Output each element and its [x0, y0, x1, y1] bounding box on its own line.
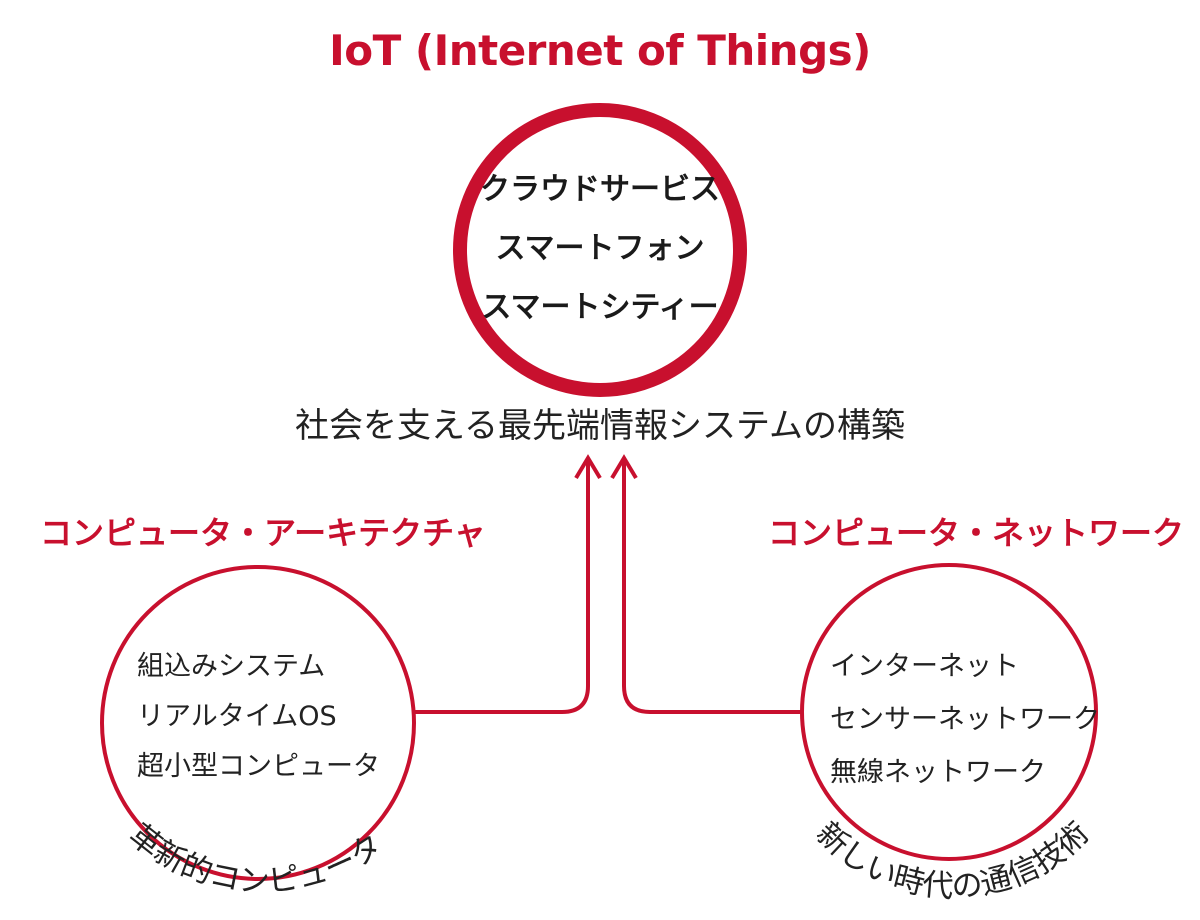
network-circle [800, 563, 1098, 861]
iot-item-list: クラウドサービス スマートフォン スマートシティー [453, 160, 747, 337]
architecture-circle [100, 565, 416, 881]
network-item-list: インターネット センサーネットワーク 無線ネットワーク [830, 640, 1100, 799]
center-caption: 社会を支える最先端情報システムの構築 [295, 406, 905, 446]
network-item-internet: インターネット [830, 651, 1019, 682]
left-arrowhead [574, 454, 602, 480]
iot-title: IoT (Internet of Things) [329, 26, 871, 75]
architecture-item-embedded: 組込みシステム [137, 651, 326, 682]
network-item-sensor: センサーネットワーク [830, 704, 1100, 735]
left-connector-line [414, 462, 590, 714]
network-heading: コンピュータ・ネットワーク [768, 514, 1185, 552]
iot-item-cloud: クラウドサービス [480, 172, 720, 207]
right-connector-line [622, 462, 802, 714]
architecture-item-micro: 超小型コンピュータ [137, 751, 380, 782]
architecture-item-list: 組込みシステム リアルタイムOS 超小型コンピュータ [137, 642, 380, 792]
iot-item-smartphone: スマートフォン [495, 231, 705, 266]
architecture-heading: コンピュータ・アーキテクチャ [40, 514, 486, 552]
architecture-item-rtos: リアルタイムOS [137, 701, 337, 732]
right-arrowhead [610, 454, 638, 480]
iot-item-smartcity: スマートシティー [481, 290, 719, 325]
network-item-wireless: 無線ネットワーク [830, 757, 1046, 788]
